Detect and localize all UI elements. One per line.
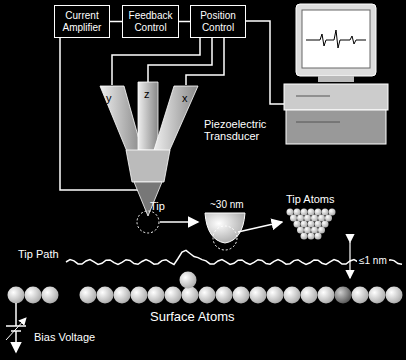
- signal-wire: [179, 21, 190, 23]
- tip-atom: [318, 227, 325, 234]
- tip-atom: [301, 209, 308, 216]
- tip-atom: [318, 215, 325, 222]
- surface-atom: [250, 287, 267, 304]
- surface-atom: [148, 287, 165, 304]
- tip-atom: [308, 209, 315, 216]
- tip-atom: [322, 221, 329, 228]
- tip-atom: [315, 233, 322, 240]
- box-text: Position Control: [194, 10, 242, 33]
- tip-atom: [297, 215, 304, 222]
- surface-atom: [301, 287, 318, 304]
- tip-atom: [297, 227, 304, 234]
- surface-atom: [165, 287, 182, 304]
- signal-wire: [110, 21, 122, 23]
- tip-atom: [304, 215, 311, 222]
- tip-atom: [311, 215, 318, 222]
- surface-atom: [284, 287, 301, 304]
- control-box: Position Control: [190, 5, 246, 38]
- dimension: ~30 nm: [210, 199, 244, 210]
- tip-atom: [290, 215, 297, 222]
- part-name: Bias Voltage: [34, 331, 95, 343]
- part-name: Surface Atoms: [150, 310, 235, 324]
- tip-atom: [294, 221, 301, 228]
- part-name: Tip Path: [18, 248, 59, 260]
- surface-atom: [25, 287, 42, 304]
- part-name: Piezoelectric Transducer: [204, 118, 284, 142]
- surface-atom: [233, 287, 250, 304]
- control-box: Current Amplifier: [54, 5, 110, 38]
- axis-letter: x: [182, 92, 188, 104]
- box-text: Feedback Control: [126, 10, 175, 33]
- surface-atom: [216, 287, 233, 304]
- part-name: Tip Atoms: [286, 193, 335, 205]
- surface-atom: [352, 287, 369, 304]
- surface-atom: [199, 287, 216, 304]
- tip-atom: [315, 209, 322, 216]
- surface-atom: [369, 287, 386, 304]
- tip-atom: [287, 209, 294, 216]
- surface-atom: [97, 287, 114, 304]
- control-box: Feedback Control: [122, 5, 179, 38]
- part-name: Tip: [150, 200, 165, 212]
- surface-atom: [42, 287, 59, 304]
- tip-atom: [301, 221, 308, 228]
- surface-atom: [8, 287, 25, 304]
- surface-atom: [318, 287, 335, 304]
- tip-atom: [304, 227, 311, 234]
- axis-letter: z: [144, 88, 150, 100]
- tip-atom: [315, 221, 322, 228]
- tip-atom: [329, 209, 336, 216]
- surface-atom: [182, 287, 199, 304]
- tip-atom: [322, 209, 329, 216]
- surface-atom: [335, 287, 352, 304]
- tip-atom: [325, 215, 332, 222]
- tip-atom: [308, 233, 315, 240]
- dimension: ≤1 nm: [357, 255, 389, 266]
- surface-atom: [114, 287, 131, 304]
- surface-atom: [80, 287, 97, 304]
- box-text: Current Amplifier: [58, 10, 106, 33]
- tip-atom: [294, 209, 301, 216]
- tip-atom: [301, 233, 308, 240]
- tip-atom: [311, 227, 318, 234]
- surface-atom: [131, 287, 148, 304]
- tip-atom: [308, 221, 315, 228]
- surface-atom: [386, 287, 403, 304]
- surface-atom: [267, 287, 284, 304]
- surface-atom: [180, 272, 197, 289]
- axis-letter: y: [106, 92, 112, 104]
